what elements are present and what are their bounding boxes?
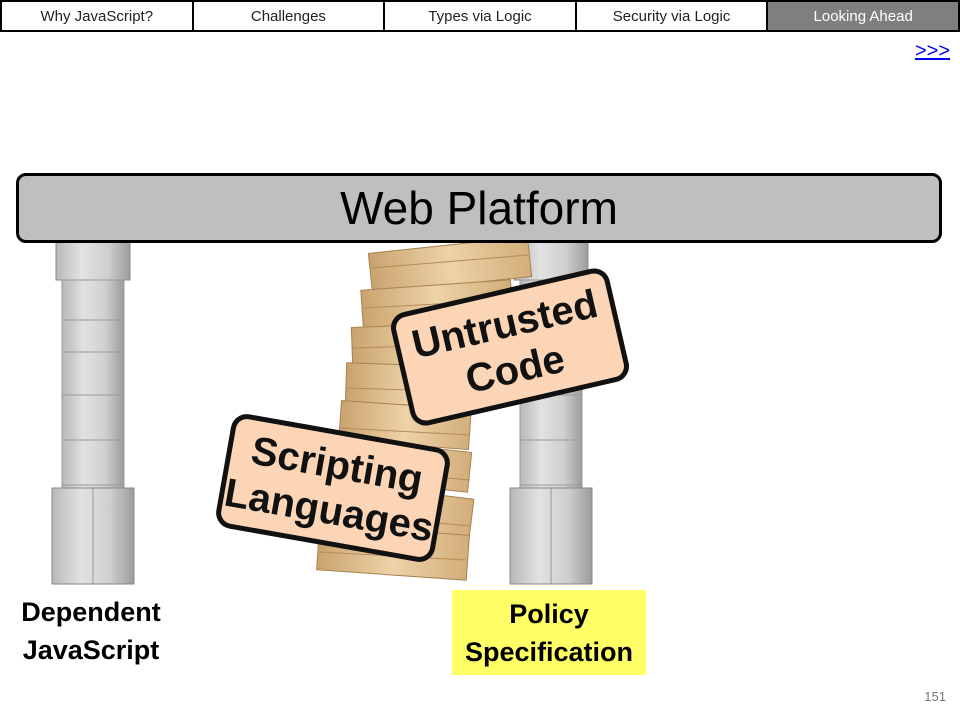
web-platform-label: Web Platform <box>340 182 618 234</box>
tab-looking-ahead[interactable]: Looking Ahead <box>767 0 960 32</box>
policy-specification-label: Policy Specification <box>452 590 646 675</box>
nav-tabs: Why JavaScript? Challenges Types via Log… <box>0 0 960 32</box>
policy-specification-line1: Policy <box>509 598 589 629</box>
web-platform-bar: Web Platform <box>16 173 942 243</box>
left-pillar <box>51 239 135 585</box>
tab-types-via-logic[interactable]: Types via Logic <box>384 0 576 32</box>
dependent-javascript-line2: JavaScript <box>22 635 160 665</box>
tab-security-via-logic[interactable]: Security via Logic <box>575 0 768 32</box>
dependent-javascript-label: Dependent JavaScript <box>0 593 182 669</box>
slide-number: 151 <box>924 689 946 704</box>
tab-challenges[interactable]: Challenges <box>192 0 385 32</box>
tab-why-javascript[interactable]: Why JavaScript? <box>0 0 193 32</box>
next-slide-link[interactable]: >>> <box>914 40 950 62</box>
dependent-javascript-line1: Dependent <box>21 597 161 627</box>
policy-specification-line2: Specification <box>464 636 634 667</box>
